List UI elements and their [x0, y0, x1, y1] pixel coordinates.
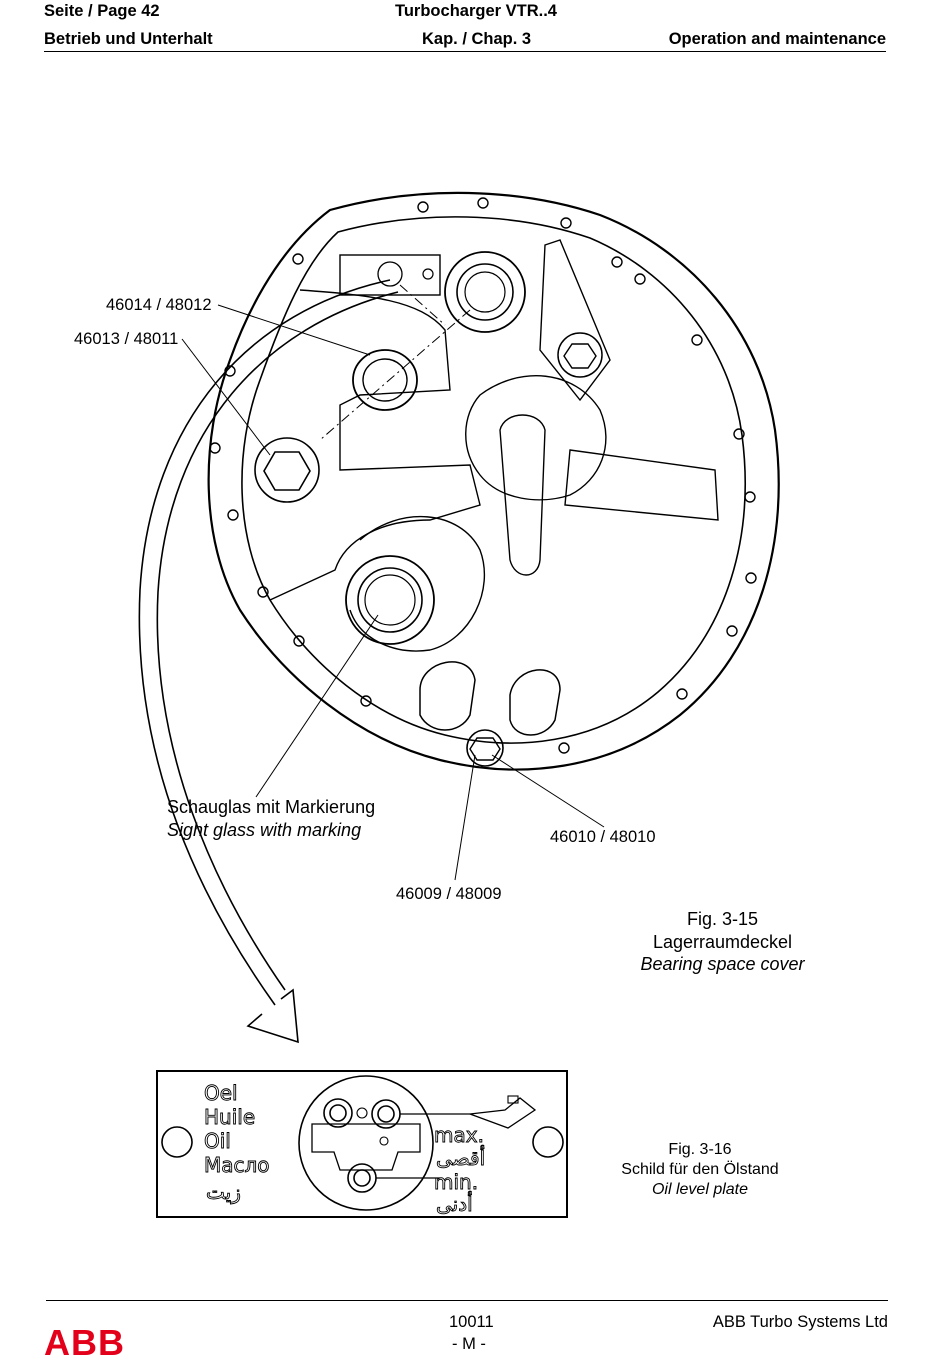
abb-logo: ABB — [44, 1325, 125, 1361]
product-name: Turbocharger VTR..4 — [395, 2, 557, 20]
sight-glass-label-de: Schauglas mit Markierung — [167, 797, 376, 817]
fig-3-15-caption: Fig. 3-15 Lagerraumdeckel Bearing space … — [620, 908, 825, 976]
oil-plate-words: Oel Huile Oil Масло زيت max. أقصى min. أ… — [204, 1081, 486, 1217]
chapter-label: Kap. / Chap. 3 — [422, 30, 532, 48]
plate-min-arabic: أدنى — [436, 1191, 473, 1216]
revision-label: - M - — [452, 1335, 486, 1353]
fig-3-15-number: Fig. 3-15 — [686, 909, 759, 929]
oil-level-plate — [156, 1070, 568, 1218]
sight-glass-label-en: Sight glass with marking — [167, 820, 362, 840]
abb-logo-text: ABB — [44, 1322, 125, 1363]
plate-word-oel: Oel — [204, 1081, 238, 1105]
fig-3-15-title-en: Bearing space cover — [640, 954, 805, 974]
section-title-de: Betrieb und Unterhalt — [44, 30, 213, 48]
fig-3-16-caption: Fig. 3-16 Schild für den Ölstand Oil lev… — [600, 1140, 800, 1200]
plate-min-label: min. — [434, 1170, 478, 1194]
plate-max-arabic: أقصى — [436, 1145, 485, 1170]
plate-max-label: max. — [434, 1123, 484, 1147]
plate-word-maslo: Масло — [204, 1153, 270, 1177]
fig-3-16-title-en: Oil level plate — [651, 1181, 749, 1198]
plate-word-arabic: زيت — [206, 1180, 241, 1204]
footer-rule — [46, 1300, 888, 1301]
callout-46014: 46014 / 48012 — [106, 296, 212, 314]
plate-word-huile: Huile — [204, 1105, 255, 1129]
page-number: Seite / Page 42 — [44, 2, 160, 20]
header-rule — [44, 51, 886, 52]
callout-46010: 46010 / 48010 — [550, 828, 656, 846]
fig-3-16-number: Fig. 3-16 — [668, 1141, 732, 1158]
company-name: ABB Turbo Systems Ltd — [712, 1313, 888, 1331]
fig-3-16-title-de: Schild für den Ölstand — [621, 1161, 779, 1178]
callout-46013: 46013 / 48011 — [74, 330, 179, 348]
plate-word-oil: Oil — [204, 1129, 231, 1153]
document-number: 10011 — [449, 1313, 494, 1331]
section-title-en: Operation and maintenance — [668, 30, 886, 48]
callout-46009: 46009 / 48009 — [396, 885, 502, 903]
fig-3-15-title-de: Lagerraumdeckel — [652, 931, 793, 952]
